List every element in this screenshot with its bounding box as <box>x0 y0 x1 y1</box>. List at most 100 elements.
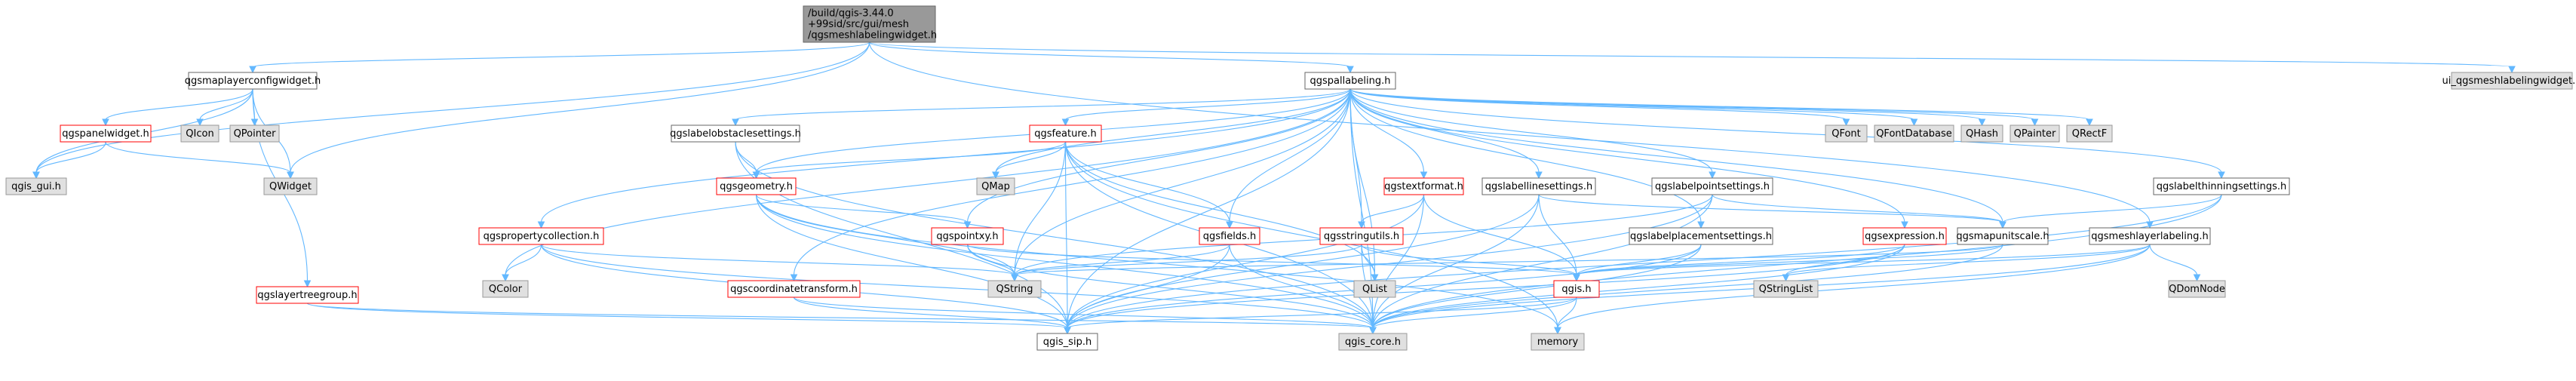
node-box <box>803 5 936 43</box>
edge-qgspallabeling-to-qgscoordinatetransform <box>790 88 1351 282</box>
edge-line <box>105 141 291 174</box>
node-qgis_sip[interactable]: qgis_sip.h <box>1036 333 1098 351</box>
node-qgspointxy[interactable]: qgspointxy.h <box>931 227 1004 245</box>
node-qcolor: QColor <box>482 280 529 298</box>
edge-arrowhead <box>2218 171 2225 180</box>
node-qgscoordinatetransform[interactable]: qgscoordinatetransform.h <box>727 280 861 298</box>
edge-line <box>1349 88 1915 121</box>
node-qgslabellinesettings[interactable]: qgslabellinesettings.h <box>1481 177 1596 195</box>
edge-line <box>868 41 2151 223</box>
node-qrectf: QRectF <box>2066 124 2113 143</box>
node-label: QHash <box>1966 128 1998 140</box>
node-box <box>1353 280 1396 298</box>
node-box <box>1629 227 1773 245</box>
edge-line <box>2002 194 2222 223</box>
edge-arrowhead <box>790 274 798 282</box>
node-box <box>931 227 1004 245</box>
edge-arrowhead <box>1978 118 1986 127</box>
node-qgslabelthinningsettings[interactable]: qgslabelthinningsettings.h <box>2153 177 2290 195</box>
node-qgsfields[interactable]: qgsfields.h <box>1199 227 1260 245</box>
node-qgsmapunitscale[interactable]: qgsmapunitscale.h <box>1956 227 2049 245</box>
node-root[interactable]: /build/qgis-3.44.0+99sid/src/gui/mesh/qg… <box>803 5 937 43</box>
node-box <box>671 124 800 143</box>
edge-line <box>35 141 106 174</box>
node-box <box>716 177 797 195</box>
edge-qgsmeshlayerlabeling-to-qgis_h <box>1573 244 2151 282</box>
node-qgslabelplacementsettings[interactable]: qgslabelplacementsettings.h <box>1629 227 1773 245</box>
edge-arrowhead <box>1901 221 1908 229</box>
node-label: qgsmeshlayerlabeling.h <box>2091 231 2208 242</box>
edge-qgslabelplacementsettings-to-qgis_h <box>1573 244 1702 282</box>
node-box <box>60 124 152 143</box>
edge-arrowhead <box>1371 274 1379 282</box>
edge-line <box>1372 244 1905 329</box>
edge-line <box>35 41 870 174</box>
edge-line <box>1349 88 1905 223</box>
node-qgsmeshlayerlabeling[interactable]: qgsmeshlayerlabeling.h <box>2089 227 2211 245</box>
node-box <box>2451 72 2573 90</box>
node-qgstextformat[interactable]: qgstextformat.h <box>1383 177 1464 195</box>
node-label: QPainter <box>2014 128 2056 140</box>
edge-line <box>1372 194 1425 329</box>
edge-line <box>995 88 1351 174</box>
edge-qgsfeature-to-qgsfields <box>1064 141 1233 229</box>
edge-arrowhead <box>1697 221 1705 229</box>
edge-line <box>966 244 1577 276</box>
node-qgslabelobstaclesettings[interactable]: qgslabelobstaclesettings.h <box>670 124 801 143</box>
edge-arrowhead <box>1064 327 1071 335</box>
edge-line <box>1014 244 1230 276</box>
edge-line <box>1423 194 1577 276</box>
node-label: qgsexpression.h <box>1865 231 1945 242</box>
node-box <box>482 280 529 298</box>
edge-arrowhead <box>1554 327 1561 335</box>
node-label: qgis.h <box>1561 284 1591 295</box>
edge-line <box>1538 194 2003 223</box>
node-qgsfeature[interactable]: qgsfeature.h <box>1029 124 1102 143</box>
edge-arrowhead <box>287 171 294 180</box>
node-label: +99sid/src/gui/mesh <box>808 19 909 30</box>
node-qgspallabeling[interactable]: qgspallabeling.h <box>1304 72 1396 90</box>
node-label: qgspropertycollection.h <box>484 231 600 242</box>
edge-line <box>540 244 1015 276</box>
edge-line <box>1014 88 1351 276</box>
node-qgis_h[interactable]: qgis.h <box>1553 280 1600 298</box>
node-box <box>1338 333 1408 351</box>
node-qfontdatabase: QFontDatabase <box>1874 124 1954 143</box>
node-qgspropertycollection[interactable]: qgspropertycollection.h <box>478 227 604 245</box>
edge-arrowhead <box>1573 274 1580 282</box>
edge-line <box>1576 244 1905 276</box>
node-qgslayertreegroup[interactable]: qgslayertreegroup.h <box>256 286 359 304</box>
node-box <box>987 280 1042 298</box>
edge-line <box>1067 244 1905 329</box>
edge-qgsgeometry-to-memory <box>755 194 1561 335</box>
edge-root-to-qgspallabeling <box>868 41 1354 74</box>
edge-qgsfields-to-qstring <box>1011 244 1230 282</box>
node-qgsstringutils[interactable]: qgsstringutils.h <box>1319 227 1404 245</box>
node-qgspanelwidget[interactable]: qgspanelwidget.h <box>60 124 152 143</box>
node-label: qgsfeature.h <box>1034 128 1097 140</box>
node-qgsexpression[interactable]: qgsexpression.h <box>1862 227 1947 245</box>
edge-qgslabelobstaclesettings-to-qgis_sip <box>735 141 1071 335</box>
edge-line <box>1014 244 1362 276</box>
node-label: QIcon <box>186 128 213 140</box>
edge-line <box>1349 88 2036 121</box>
edge-arrowhead <box>1226 221 1233 229</box>
node-qgslabelpointsettings[interactable]: qgslabelpointsettings.h <box>1651 177 1773 195</box>
edge-qgslabelthinningsettings-to-qgsmapunitscale <box>1999 194 2222 229</box>
edge-arrowhead <box>1420 171 1428 180</box>
edge-root-to-qgsmaplayerconfigwidget <box>249 41 870 74</box>
node-label: qgsgeometry.h <box>720 181 793 192</box>
node-label: qgsstringutils.h <box>1324 231 1399 242</box>
node-qgsmaplayerconfigwidget[interactable]: qgsmaplayerconfigwidget.h <box>185 72 321 90</box>
node-label: QRectF <box>2072 128 2107 140</box>
edge-line <box>1067 194 1425 329</box>
node-label: qgspanelwidget.h <box>62 128 149 140</box>
edge-qgspallabeling-to-qfontdatabase <box>1349 88 1918 127</box>
edge-line <box>755 194 1068 329</box>
edge-arrowhead <box>303 280 312 288</box>
edge-line <box>1067 88 1351 329</box>
edge-line <box>540 244 1374 329</box>
edge-qgspallabeling-to-qgspointxy <box>963 88 1351 229</box>
node-qgsgeometry[interactable]: qgsgeometry.h <box>716 177 797 195</box>
